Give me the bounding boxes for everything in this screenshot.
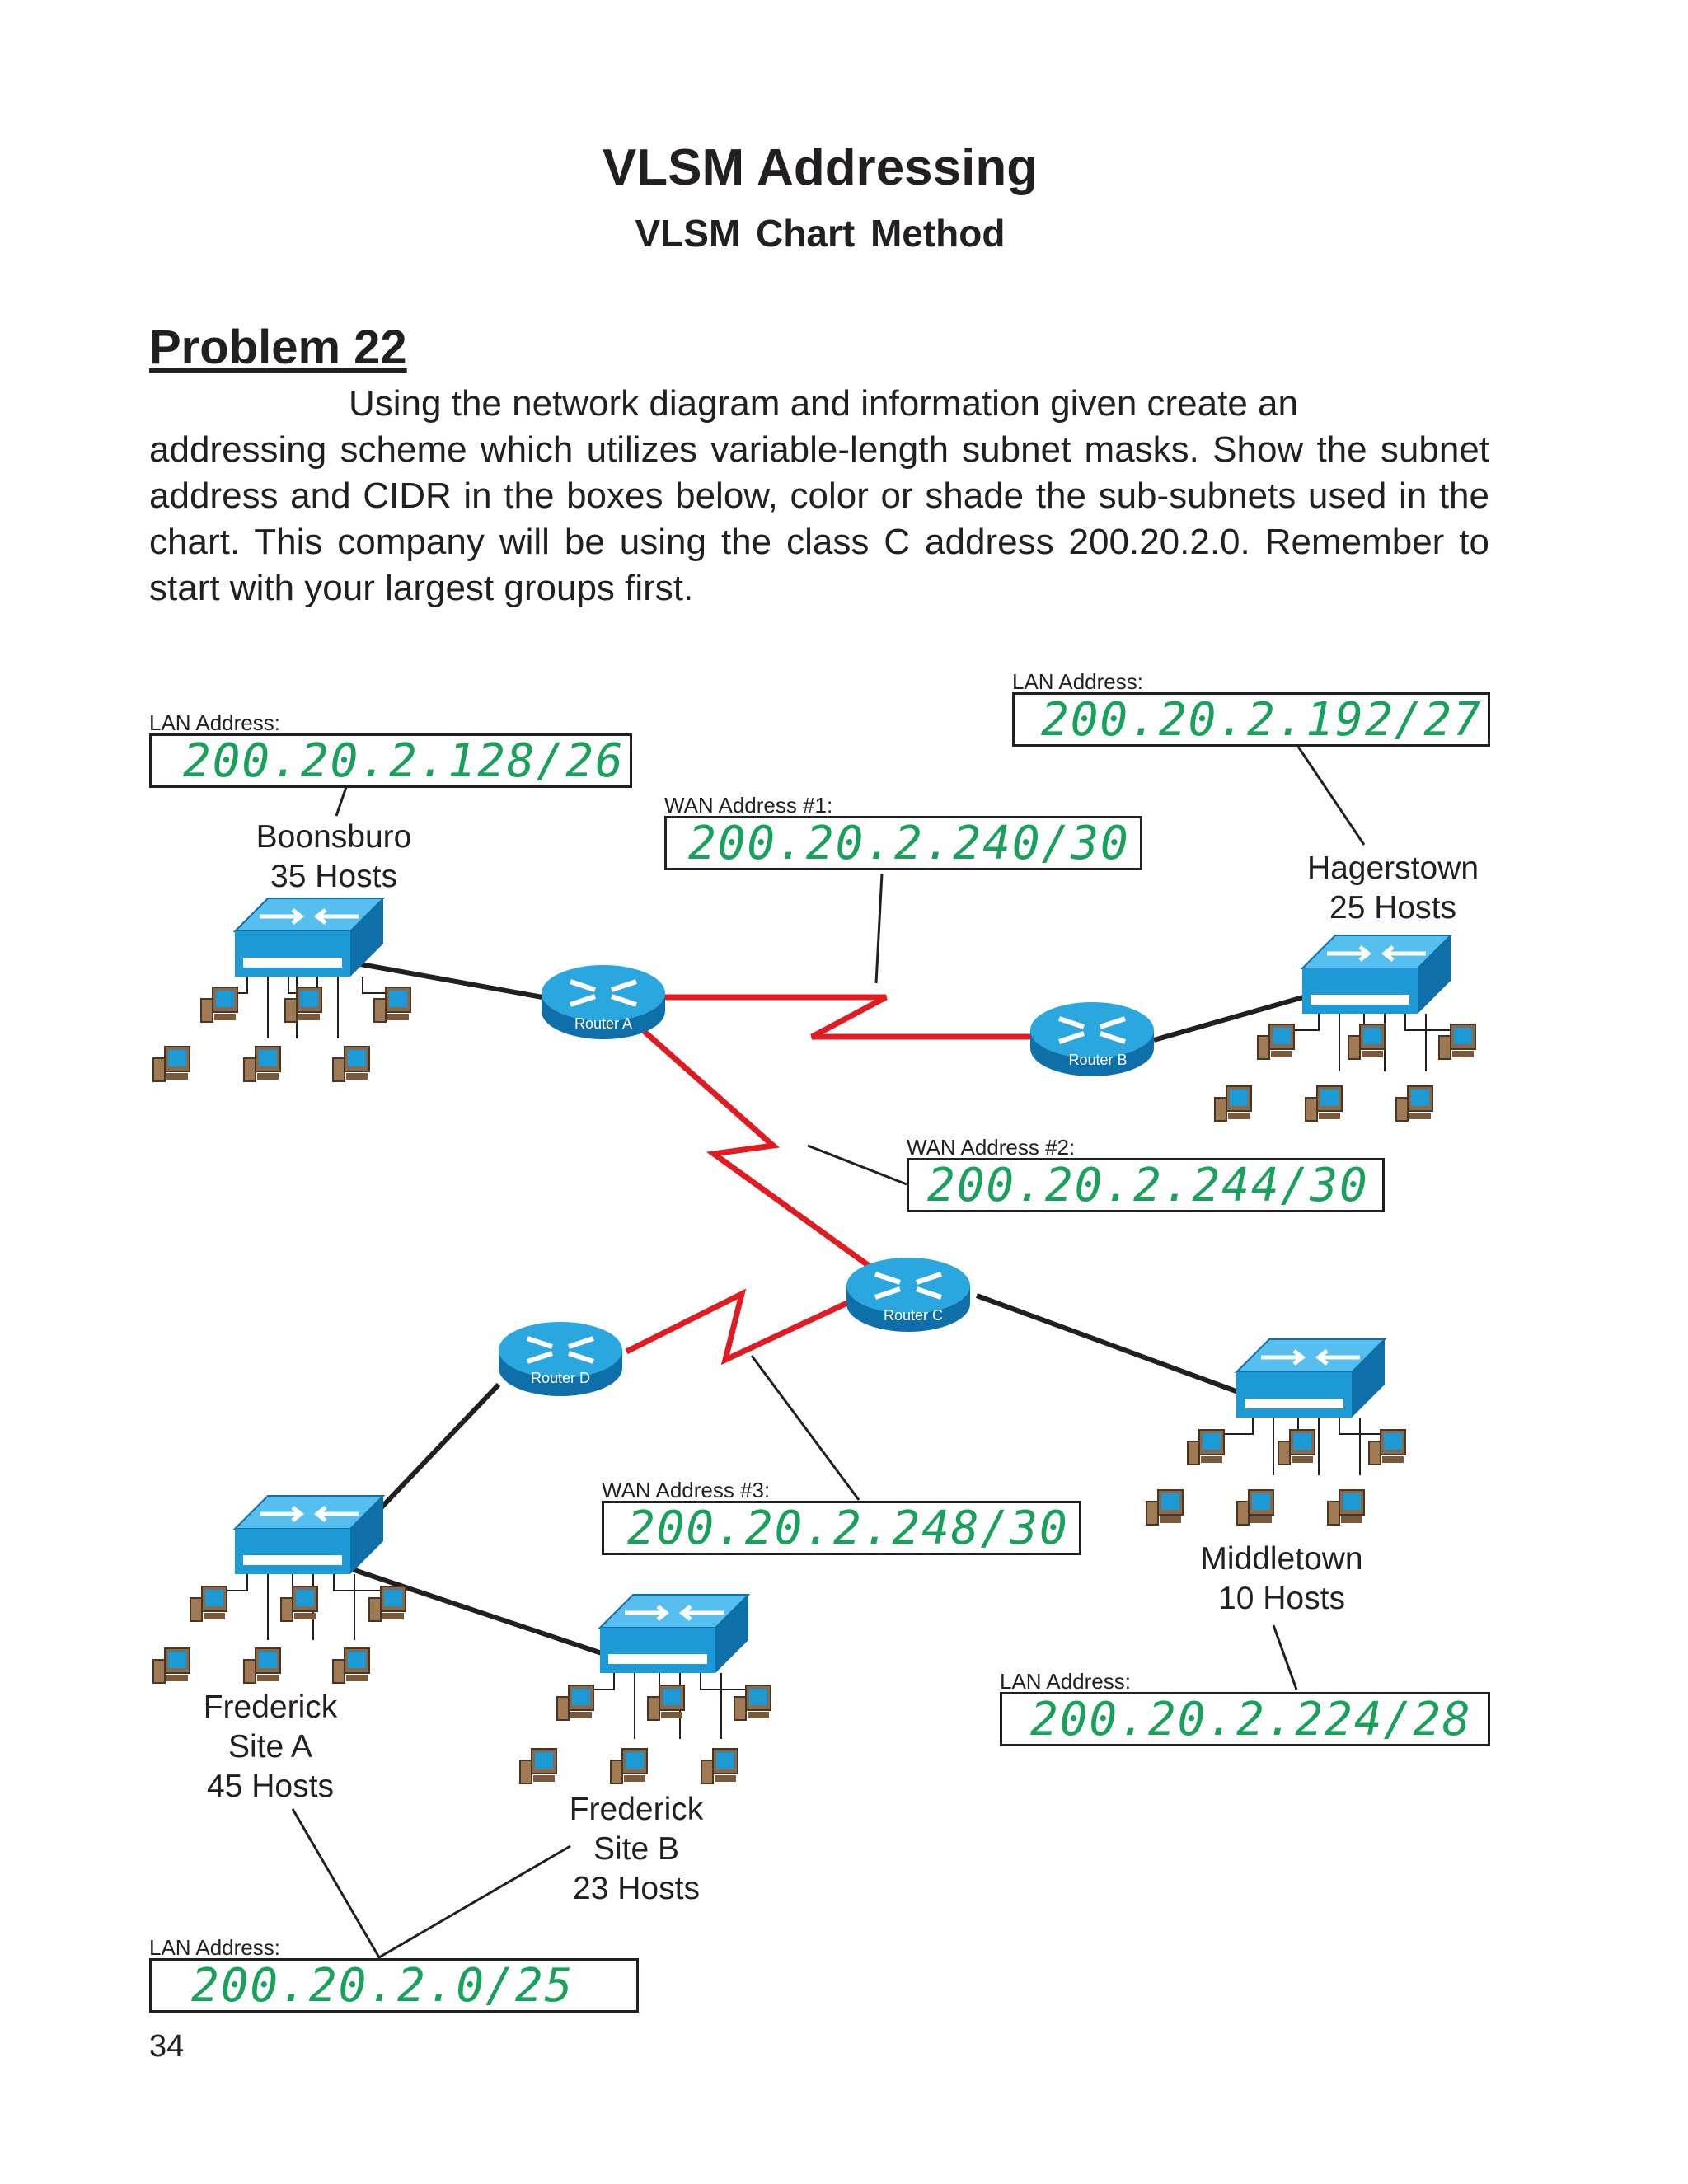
switch-frederick-a [232, 1495, 386, 1574]
frederick-b-site-label: Frederick Site B 23 Hosts [529, 1790, 743, 1909]
pc-icon [1214, 1085, 1252, 1122]
pc-icon [1395, 1085, 1433, 1122]
frederick-b-hosts: 23 Hosts [573, 1871, 700, 1906]
hagerstown-lan-label: LAN Address: [1012, 669, 1143, 694]
hagerstown-site-label: Hagerstown 25 Hosts [1286, 849, 1500, 928]
callout-wan2 [807, 1144, 907, 1186]
wan1-box[interactable]: 200.20.2.240/30 [664, 816, 1142, 870]
router-a-label: Router A [574, 1015, 632, 1032]
middletown-lan-label: LAN Address: [1000, 1669, 1131, 1694]
pc-icon [332, 1647, 370, 1684]
callout-wan3 [750, 1355, 860, 1501]
callout-boonsburo [335, 786, 348, 817]
pc-icon [152, 1647, 190, 1684]
page-title: VLSM Addressing [602, 139, 1039, 196]
middletown-lan-box[interactable]: 200.20.2.224/28 [1000, 1692, 1490, 1746]
pc-icon [280, 1586, 318, 1622]
pc-icon [647, 1685, 685, 1721]
boonsburo-hosts: 35 Hosts [270, 859, 397, 894]
router-c-label: Router C [884, 1307, 943, 1324]
frederick-a-site-label: Frederick Site A 45 Hosts [163, 1688, 377, 1807]
link-hagerstown [1153, 993, 1310, 1043]
wan2-address: 200.20.2.244/30 [927, 1159, 1369, 1212]
pc-icon [1327, 1489, 1365, 1526]
frederick-lan-address: 200.20.2.0/25 [191, 1959, 574, 2013]
problem-text-rest: addressing scheme which utilizes variabl… [149, 429, 1489, 608]
switch-hagerstown [1300, 935, 1453, 1014]
hagerstown-lan-address: 200.20.2.192/27 [1041, 693, 1483, 747]
pc-icon [200, 987, 238, 1023]
pc-icon [1278, 1429, 1315, 1465]
wan1-label: WAN Address #1: [664, 793, 833, 818]
wan-link-2 [640, 1028, 876, 1272]
page-number: 34 [149, 2029, 185, 2064]
frederick-lan-label: LAN Address: [149, 1935, 280, 1960]
frederick-b-name: Frederick [569, 1792, 704, 1827]
pc-icon [1146, 1489, 1184, 1526]
pc-icon [1187, 1429, 1225, 1465]
boonsburo-lan-box[interactable]: 200.20.2.128/26 [149, 733, 632, 788]
router-d-label: Router D [531, 1370, 590, 1386]
pc-icon [1305, 1085, 1343, 1122]
switch-boonsburo [232, 898, 386, 977]
callout-middletown [1272, 1624, 1298, 1690]
wan2-label: WAN Address #2: [907, 1135, 1076, 1160]
wan3-label: WAN Address #3: [602, 1478, 771, 1502]
problem-text: Using the network diagram and informatio… [149, 381, 1489, 612]
pc-icon [332, 1046, 370, 1082]
boonsburo-lan-address: 200.20.2.128/26 [183, 734, 625, 788]
boonsburo-lan-label: LAN Address: [149, 710, 280, 735]
middletown-site-label: Middletown 10 Hosts [1175, 1540, 1389, 1619]
pc-icon [734, 1685, 771, 1721]
wan1-address: 200.20.2.240/30 [688, 817, 1130, 870]
frederick-lan-box[interactable]: 200.20.2.0/25 [149, 1958, 639, 2013]
switch-middletown [1234, 1338, 1387, 1418]
link-middletown [975, 1293, 1242, 1395]
hagerstown-name: Hagerstown [1306, 851, 1479, 886]
frederick-b-site: Site B [593, 1831, 680, 1867]
wan2-box[interactable]: 200.20.2.244/30 [907, 1158, 1385, 1212]
link-site-b [329, 1559, 612, 1659]
middletown-name: Middletown [1200, 1541, 1363, 1577]
pc-icon [610, 1748, 648, 1784]
middletown-lan-address: 200.20.2.224/28 [1030, 1693, 1472, 1746]
link-boonsburo [337, 958, 543, 1000]
wan3-address: 200.20.2.248/30 [627, 1502, 1069, 1555]
hagerstown-lan-box[interactable]: 200.20.2.192/27 [1012, 692, 1490, 747]
pc-icon [519, 1748, 557, 1784]
page-subtitle: VLSM Chart Method [635, 212, 1006, 255]
pc-icon [701, 1748, 738, 1784]
wan3-box[interactable]: 200.20.2.248/30 [602, 1501, 1081, 1555]
switch-frederick-b [598, 1594, 751, 1673]
problem-heading: Problem 22 [149, 321, 407, 374]
pc-icon [243, 1647, 281, 1684]
pc-icon [368, 1586, 406, 1622]
pc-icon [190, 1586, 227, 1622]
problem-text-line1: Using the network diagram and informatio… [349, 383, 1298, 424]
wan-link-1 [647, 994, 1030, 1040]
boonsburo-site-label: Boonsburo 35 Hosts [227, 818, 441, 897]
callout-hagerstown [1296, 746, 1366, 846]
wan-link-3 [625, 1288, 851, 1366]
pc-icon [1236, 1489, 1274, 1526]
callout-frederick [291, 1808, 571, 1960]
pc-icon [556, 1685, 594, 1721]
hagerstown-hosts: 25 Hosts [1329, 890, 1456, 926]
pc-icon [243, 1046, 281, 1082]
frederick-a-hosts: 45 Hosts [207, 1769, 334, 1804]
pc-icon [1257, 1024, 1295, 1060]
pc-icon [152, 1046, 190, 1082]
pc-icon [1368, 1429, 1406, 1465]
callout-wan1 [874, 873, 884, 984]
boonsburo-name: Boonsburo [256, 819, 412, 855]
middletown-hosts: 10 Hosts [1218, 1581, 1345, 1616]
pc-icon [1348, 1024, 1386, 1060]
frederick-a-name: Frederick [203, 1690, 338, 1725]
frederick-a-site: Site A [228, 1729, 312, 1765]
router-b-label: Router B [1068, 1052, 1127, 1068]
